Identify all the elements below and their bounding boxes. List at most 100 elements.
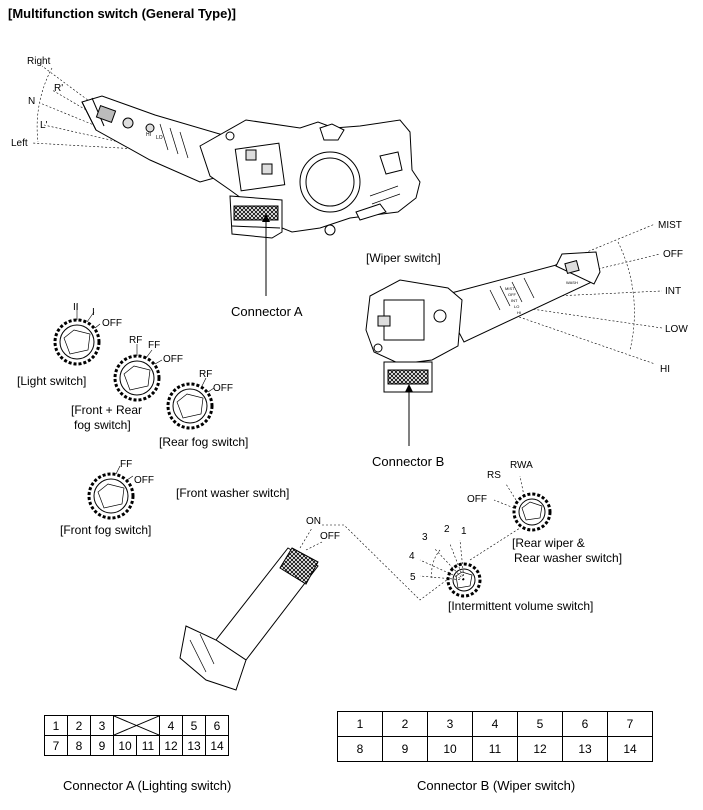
intvol-caption: [Intermittent volume switch] bbox=[448, 599, 593, 613]
pin-a-2: 2 bbox=[67, 715, 91, 736]
pin-b-6: 6 bbox=[562, 711, 608, 737]
light-pos-i: I bbox=[92, 307, 95, 318]
pin-a-14: 14 bbox=[205, 735, 229, 756]
pos-right: Right bbox=[27, 56, 51, 67]
wiper-mark-lo: LO bbox=[514, 304, 519, 309]
rear-fog-knob bbox=[166, 377, 215, 430]
connector-a-row-2: 7 8 9 10 11 12 13 14 bbox=[44, 735, 229, 756]
pin-b-7: 7 bbox=[607, 711, 653, 737]
wiper-mark-mist: MIST bbox=[505, 286, 515, 291]
wiper-position-labels: MIST OFF INT LOW HI bbox=[658, 220, 688, 375]
washer-pos-off: OFF bbox=[320, 531, 340, 542]
wiper-pos-int: INT bbox=[665, 286, 681, 297]
wiper-mark-wash: WASH bbox=[566, 280, 578, 285]
pin-a-8: 8 bbox=[67, 735, 91, 756]
wiper-mark-off: OFF bbox=[508, 292, 517, 297]
light-pos-off: OFF bbox=[102, 318, 122, 329]
pos-n: N bbox=[28, 96, 35, 107]
connector-b-row-2: 8 9 10 11 12 13 14 bbox=[337, 736, 653, 762]
pin-b-5: 5 bbox=[517, 711, 563, 737]
intvol-pos-3: 3 bbox=[422, 532, 428, 543]
lighting-position-labels: Right R' N L' Left bbox=[11, 56, 63, 149]
frontfog-pos-ff: FF bbox=[120, 459, 132, 470]
wiper-stalk: MIST OFF INT LO HI WASH bbox=[439, 251, 601, 343]
pin-b-4: 4 bbox=[472, 711, 518, 737]
front-fog-knob bbox=[87, 465, 135, 520]
pos-r-prime: R' bbox=[54, 83, 63, 94]
rearfog-pos-off: OFF bbox=[213, 383, 233, 394]
rear-wiper-knob bbox=[493, 475, 552, 532]
lighting-stalk: HI LO bbox=[81, 95, 241, 183]
diagram-title: [Multifunction switch (General Type)] bbox=[8, 6, 236, 21]
rearwiper-pos-rs: RS bbox=[487, 470, 501, 481]
pin-a-4: 4 bbox=[159, 715, 183, 736]
stalk-mark-hi: HI bbox=[146, 132, 151, 138]
intvol-pos-4: 4 bbox=[409, 551, 415, 562]
washer-lever bbox=[179, 547, 319, 691]
pos-left: Left bbox=[11, 138, 28, 149]
connector-a-label: Connector A (Lighting switch) bbox=[63, 778, 232, 793]
connector-b-callout: Connector B bbox=[372, 454, 444, 469]
connector-a-callout: Connector A bbox=[231, 304, 303, 319]
connector-b-housing bbox=[383, 361, 433, 393]
pin-a-5: 5 bbox=[182, 715, 206, 736]
wiper-switch-body bbox=[365, 279, 463, 365]
rearwiper-pos-rwa: RWA bbox=[510, 460, 533, 471]
rearwiper-pos-off: OFF bbox=[467, 494, 487, 505]
pin-a-9: 9 bbox=[90, 735, 114, 756]
pin-a-10: 10 bbox=[113, 735, 137, 756]
intvol-pos-1: 1 bbox=[461, 526, 467, 537]
rearfog-caption: [Rear fog switch] bbox=[159, 435, 248, 449]
stalk-mark-lo: LO bbox=[156, 135, 163, 141]
pin-a-3: 3 bbox=[90, 715, 114, 736]
frfog-caption-1: [Front + Rear bbox=[71, 403, 142, 417]
pin-a-13: 13 bbox=[182, 735, 206, 756]
pin-a-6: 6 bbox=[205, 715, 229, 736]
light-switch-caption: [Light switch] bbox=[17, 374, 86, 388]
intvol-pos-5: 5 bbox=[410, 572, 416, 583]
wiper-mark-int: INT bbox=[511, 298, 518, 303]
pin-b-14: 14 bbox=[607, 736, 653, 762]
pin-b-10: 10 bbox=[427, 736, 473, 762]
pin-b-8: 8 bbox=[337, 736, 383, 762]
connector-a-row-1: 1 2 3 4 5 6 bbox=[44, 715, 229, 736]
pin-b-13: 13 bbox=[562, 736, 608, 762]
wiper-switch-caption: [Wiper switch] bbox=[366, 251, 441, 265]
pin-b-3: 3 bbox=[427, 711, 473, 737]
front-washer-caption: [Front washer switch] bbox=[176, 486, 289, 500]
frontfog-caption: [Front fog switch] bbox=[60, 523, 151, 537]
switch-diagram: Right R' N L' Left HI LO Con bbox=[11, 56, 688, 691]
connector-a-housing bbox=[229, 195, 283, 239]
pin-b-9: 9 bbox=[382, 736, 428, 762]
pin-a-1: 1 bbox=[44, 715, 68, 736]
front-rear-fog-knob bbox=[113, 344, 163, 402]
connector-a-pin-table: 1 2 3 4 5 6 7 8 9 10 11 12 13 14 bbox=[44, 715, 229, 756]
pin-b-12: 12 bbox=[517, 736, 563, 762]
connector-b-row-1: 1 2 3 4 5 6 7 bbox=[337, 711, 653, 737]
light-pos-ii: II bbox=[73, 302, 79, 313]
wiper-mark-hi: HI bbox=[517, 310, 521, 315]
wiper-pos-mist: MIST bbox=[658, 220, 682, 231]
rearwiper-caption-2: Rear washer switch] bbox=[514, 551, 622, 565]
rear-wiper-leader bbox=[469, 527, 521, 561]
frfog-pos-ff: FF bbox=[148, 340, 160, 351]
wiper-pos-off: OFF bbox=[663, 249, 683, 260]
frfog-caption-2: fog switch] bbox=[74, 418, 131, 432]
light-switch-knob bbox=[53, 304, 101, 366]
intvol-pos-2: 2 bbox=[444, 524, 450, 535]
pin-a-11: 11 bbox=[136, 735, 160, 756]
connector-b-pin-table: 1 2 3 4 5 6 7 8 9 10 11 12 13 14 bbox=[337, 711, 653, 762]
washer-position-lines bbox=[299, 524, 461, 601]
connector-b-label: Connector B (Wiper switch) bbox=[417, 778, 576, 793]
pin-b-1: 1 bbox=[337, 711, 383, 737]
pin-b-2: 2 bbox=[382, 711, 428, 737]
rearwiper-caption-1: [Rear wiper & bbox=[512, 536, 585, 550]
washer-pos-on: ON bbox=[306, 516, 321, 527]
wiper-pos-low: LOW bbox=[665, 324, 688, 335]
pin-a-blank bbox=[113, 715, 160, 736]
pin-b-11: 11 bbox=[472, 736, 518, 762]
wiper-pos-hi: HI bbox=[660, 364, 670, 375]
pos-l-prime: L' bbox=[40, 120, 48, 131]
intermittent-volume-knob bbox=[419, 539, 482, 598]
pin-a-7: 7 bbox=[44, 735, 68, 756]
